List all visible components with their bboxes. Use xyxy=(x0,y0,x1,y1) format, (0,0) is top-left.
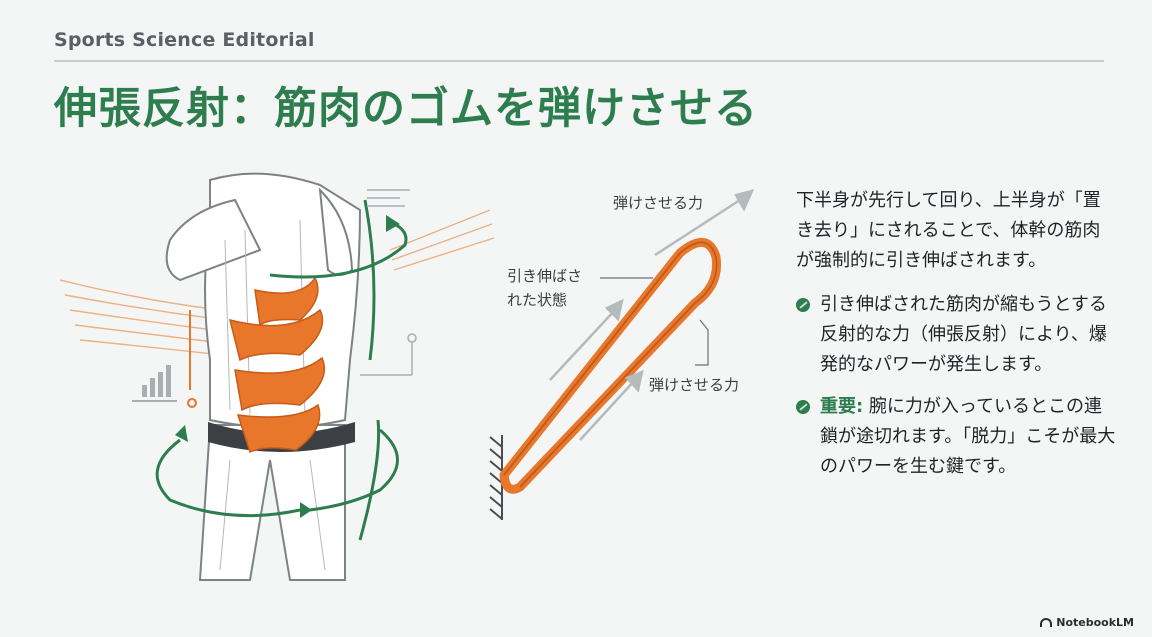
label-stretched-state: 引き伸ばさ れた状態 xyxy=(507,267,583,309)
notebooklm-logo-icon xyxy=(1040,618,1053,627)
label-release-force-top: 弾けさせる力 xyxy=(613,194,704,212)
force-arrows xyxy=(549,189,755,441)
check-bullet-icon xyxy=(796,400,810,414)
important-label: 重要: xyxy=(820,396,864,417)
arrowheads xyxy=(175,215,400,518)
bullet-text: 腕に力が入っているとこの連鎖が途切れます。「脱力」こそが最大のパワーを生む鍵です… xyxy=(820,396,1116,477)
label-leaders xyxy=(600,277,709,366)
bullet-important: 重要: 腕に力が入っているとこの連鎖が途切れます。「脱力」こそが最大のパワーを生… xyxy=(796,392,1116,482)
bullet-stretch-reflex: 引き伸ばされた筋肉が縮もうとする反射的な力（伸張反射）により、爆発的なパワーが発… xyxy=(796,290,1116,380)
editorial-kicker: Sports Science Editorial xyxy=(54,29,315,51)
wall-anchor xyxy=(489,435,503,520)
notebooklm-watermark: NotebookLM xyxy=(1040,616,1134,629)
brand-label: NotebookLM xyxy=(1056,616,1134,629)
label-release-force-bottom: 弾けさせる力 xyxy=(649,376,740,394)
indicator-icons xyxy=(187,310,197,408)
bar-chart-icon xyxy=(132,365,177,402)
check-bullet-icon xyxy=(796,298,810,312)
rubber-band-diagram xyxy=(489,189,755,520)
intro-paragraph: 下半身が先行して回り、上半身が「置き去り」にされることで、体幹の筋肉が強制的に引… xyxy=(796,190,1101,271)
explanation-panel: 下半身が先行して回り、上半身が「置き去り」にされることで、体幹の筋肉が強制的に引… xyxy=(796,186,1116,494)
rotation-arrows xyxy=(155,199,408,541)
header-divider xyxy=(54,60,1104,62)
muscle-spiral xyxy=(228,276,326,454)
page-title: 伸張反射：筋肉のゴムを弾けさせる xyxy=(54,84,758,134)
bullet-text: 引き伸ばされた筋肉が縮もうとする反射的な力（伸張反射）により、爆発的なパワーが発… xyxy=(820,294,1107,375)
golfer-illustration xyxy=(60,172,495,581)
golfer-body xyxy=(165,172,362,581)
motion-lines xyxy=(60,209,495,357)
